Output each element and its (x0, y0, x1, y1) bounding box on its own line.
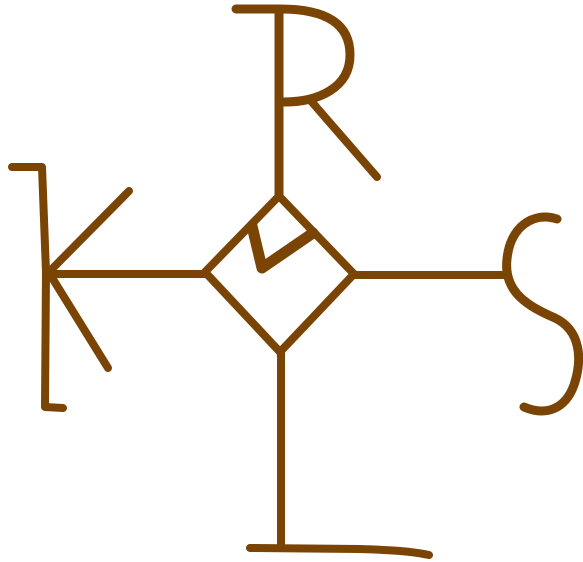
letter-s-glyph (502, 212, 583, 416)
letter-r-leg (307, 97, 381, 181)
letter-l-glyph (246, 348, 433, 559)
letter-r-glyph (231, 4, 381, 201)
letter-s-curve (502, 212, 583, 416)
letter-k-lower-leg (47, 272, 112, 372)
monogram-strokes (8, 4, 583, 559)
letter-k-upper-arm (45, 187, 133, 276)
center-diamond-shape (201, 192, 358, 356)
letter-l-foot (246, 544, 433, 559)
check-mark-icon (246, 220, 319, 274)
letter-r-bowl (231, 4, 355, 107)
letter-k-glyph (8, 163, 133, 412)
